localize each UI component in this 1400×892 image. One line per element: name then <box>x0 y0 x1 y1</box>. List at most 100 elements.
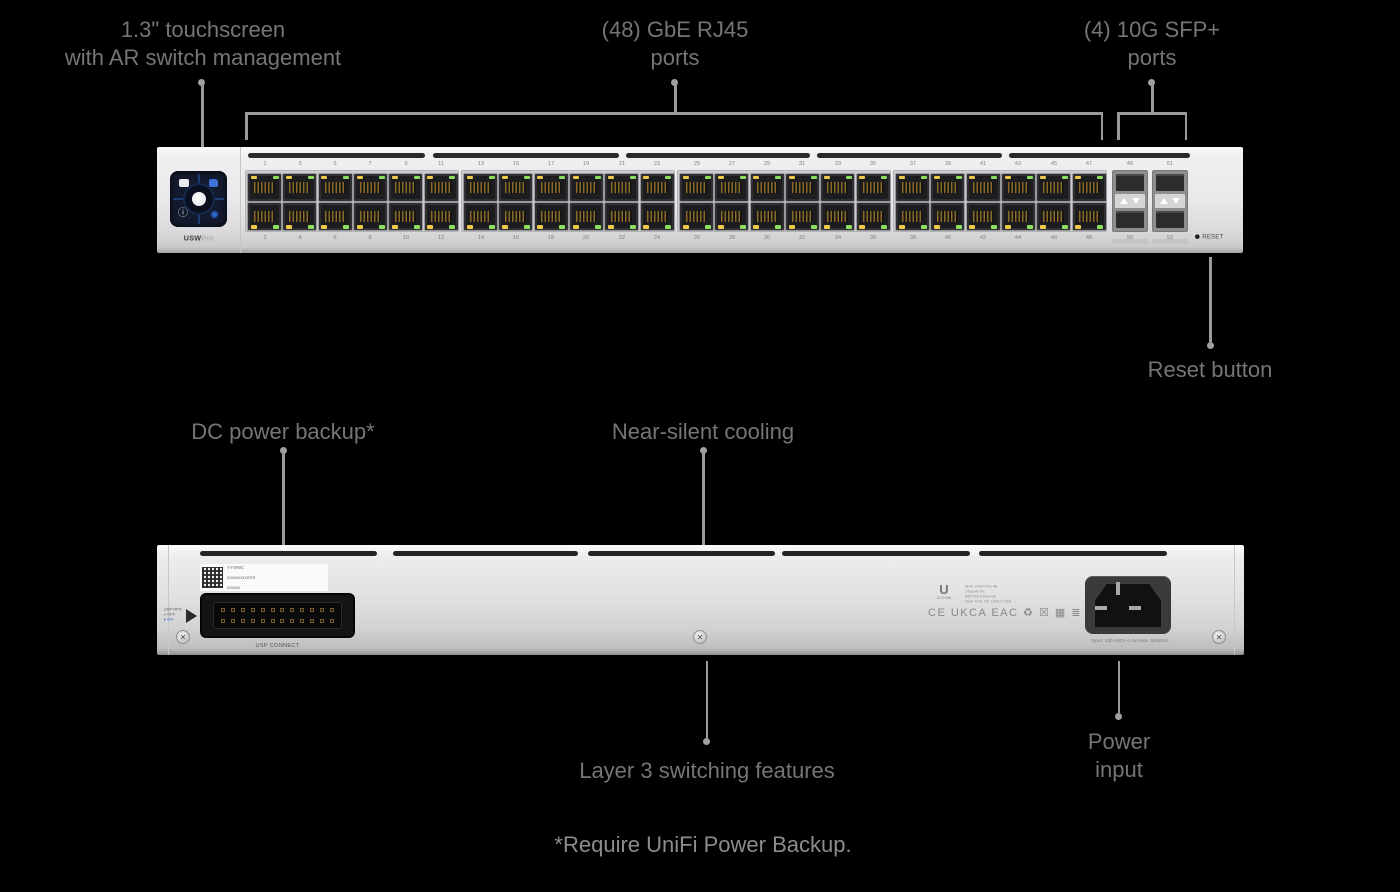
rj45-port[interactable] <box>423 202 459 231</box>
rj45-port[interactable] <box>965 173 1001 202</box>
led-yellow <box>969 225 976 229</box>
rj45-port[interactable] <box>1001 202 1037 231</box>
rj45-port[interactable] <box>1036 202 1072 231</box>
sfp-port-49[interactable] <box>1116 174 1144 191</box>
rj45-port[interactable] <box>604 202 640 231</box>
led-yellow <box>933 175 940 179</box>
rj45-port[interactable] <box>498 202 534 231</box>
rj45-port[interactable] <box>533 202 569 231</box>
rj45-port[interactable] <box>749 173 785 202</box>
rj45-port[interactable] <box>820 173 856 202</box>
rj45-port[interactable] <box>1036 173 1072 202</box>
rj45-port[interactable] <box>820 202 856 231</box>
label-power-input: Power input <box>1088 728 1150 784</box>
label-cooling-text: Near-silent cooling <box>611 419 795 444</box>
rj45-port[interactable] <box>785 202 821 231</box>
led-yellow <box>1039 175 1046 179</box>
rj45-pins <box>395 211 417 222</box>
rj45-port[interactable] <box>679 173 715 202</box>
rj45-port[interactable] <box>317 173 353 202</box>
led-green <box>845 225 852 229</box>
ubiquiti-logo-icon: U UI.COM <box>928 583 960 605</box>
led-green <box>272 175 279 179</box>
port-number: 29 <box>763 160 771 167</box>
rj45-port[interactable] <box>965 202 1001 231</box>
callout-line-sfp-stub <box>1151 84 1154 113</box>
rj45-port[interactable] <box>498 173 534 202</box>
rj45-pins <box>470 182 492 193</box>
led-yellow <box>250 225 257 229</box>
sfp-cage-column-2[interactable] <box>1152 170 1188 232</box>
rj45-port[interactable] <box>423 173 459 202</box>
rj45-port[interactable] <box>353 202 389 231</box>
rj45-port[interactable] <box>463 173 499 202</box>
rj45-port[interactable] <box>639 202 675 231</box>
rj45-port[interactable] <box>749 202 785 231</box>
rj45-port[interactable] <box>388 173 424 202</box>
rj45-port[interactable] <box>282 173 318 202</box>
connector-pin <box>250 608 255 613</box>
port-number: 13 <box>477 160 484 167</box>
rj45-port[interactable] <box>317 202 353 231</box>
rj45-pins <box>792 211 814 222</box>
rj45-port[interactable] <box>714 202 750 231</box>
port-number: 42 <box>979 234 987 241</box>
label-sfp-line2: ports <box>1127 45 1177 70</box>
rj45-port[interactable] <box>895 173 931 202</box>
port-number: 50 <box>1126 234 1134 241</box>
rj45-pins <box>395 182 417 193</box>
rj45-port[interactable] <box>1071 202 1107 231</box>
port-number: 33 <box>834 160 841 167</box>
rj45-port[interactable] <box>785 173 821 202</box>
regulatory-block: U UI.COM M/N: USW-Pro-48 Ubiquiti Inc. 6… <box>928 583 1057 624</box>
rj45-port[interactable] <box>533 173 569 202</box>
sfp-cage-column-1[interactable] <box>1112 170 1148 232</box>
rj45-port[interactable] <box>855 202 891 231</box>
usp-connect-port[interactable] <box>200 593 355 638</box>
rps-switch-legend: USP RPS ▹ OFF ▸ ON <box>164 607 181 622</box>
callout-dot-rj45 <box>671 79 678 86</box>
sfp-port-50[interactable] <box>1116 211 1144 228</box>
rj45-port[interactable] <box>930 202 966 231</box>
label-sfp-ports: (4) 10G SFP+ ports <box>1084 16 1220 72</box>
led-green <box>594 175 601 179</box>
rj45-port[interactable] <box>388 202 424 231</box>
led-yellow <box>969 175 976 179</box>
sfp-port-52[interactable] <box>1156 211 1184 228</box>
rj45-port[interactable] <box>353 173 389 202</box>
connector-pin <box>280 618 285 623</box>
rj45-port[interactable] <box>569 173 605 202</box>
touchscreen-display[interactable]: ⓘ <box>170 171 227 227</box>
rj45-port[interactable] <box>282 202 318 231</box>
rj45-pins <box>686 182 708 193</box>
rj45-port[interactable] <box>714 173 750 202</box>
rj45-port[interactable] <box>463 202 499 231</box>
rj45-port[interactable] <box>604 173 640 202</box>
rj45-port[interactable] <box>1001 173 1037 202</box>
rj45-port[interactable] <box>569 202 605 231</box>
rj45-port[interactable] <box>930 173 966 202</box>
led-green <box>343 225 350 229</box>
label-sfp-line1: (4) 10G SFP+ <box>1083 17 1221 42</box>
rj45-port-group-2 <box>461 170 675 232</box>
rj45-port[interactable] <box>855 173 891 202</box>
power-inlet[interactable] <box>1085 576 1171 634</box>
rj45-port[interactable] <box>247 173 283 202</box>
port-number: 30 <box>763 234 771 241</box>
rj45-pins <box>646 211 668 222</box>
rj45-port[interactable] <box>679 202 715 231</box>
rj45-port[interactable] <box>639 173 675 202</box>
port-number: 43 <box>1015 160 1022 167</box>
led-yellow <box>427 175 434 179</box>
rj45-port[interactable] <box>895 202 931 231</box>
led-yellow <box>250 175 257 179</box>
rj45-port[interactable] <box>1071 173 1107 202</box>
rj45-port[interactable] <box>247 202 283 231</box>
reset-button-icon[interactable] <box>1195 234 1200 239</box>
sfp-port-51[interactable] <box>1156 174 1184 191</box>
reset-button[interactable]: RESET <box>1195 233 1241 240</box>
label-rj45-ports: (48) GbE RJ45 ports <box>602 16 749 72</box>
led-yellow <box>643 175 650 179</box>
led-yellow <box>1004 225 1011 229</box>
